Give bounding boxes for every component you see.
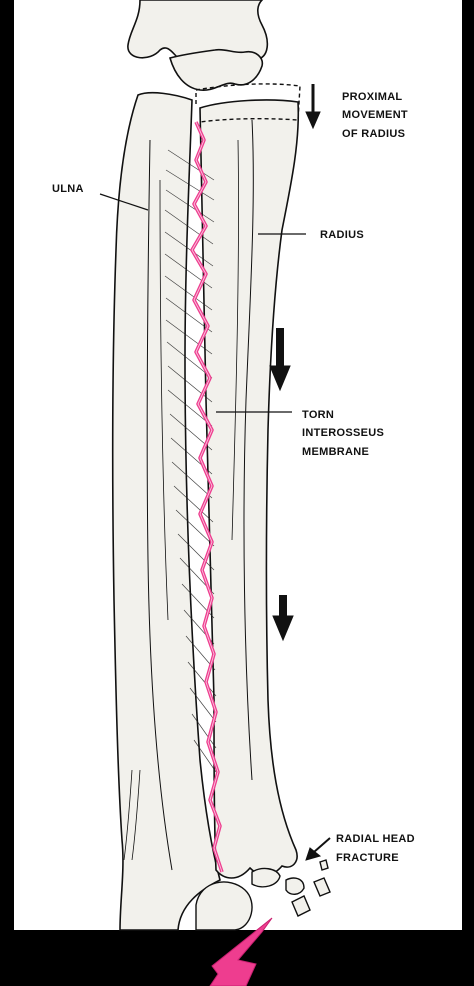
label-torn-membrane: TORN <box>302 409 334 421</box>
label-torn-membrane: INTEROSSEUS <box>302 427 384 439</box>
label-proximal-movement: MOVEMENT <box>342 109 408 121</box>
label-radius: RADIUS <box>320 229 364 241</box>
label-radial-head-fracture: FRACTURE <box>336 852 399 864</box>
label-torn-membrane: MEMBRANE <box>302 446 369 458</box>
label-radial-head-fracture: RADIAL HEAD <box>336 833 415 845</box>
label-ulna: ULNA <box>52 183 84 195</box>
label-proximal-movement: OF RADIUS <box>342 128 405 140</box>
label-proximal-movement: PROXIMAL <box>342 91 402 103</box>
